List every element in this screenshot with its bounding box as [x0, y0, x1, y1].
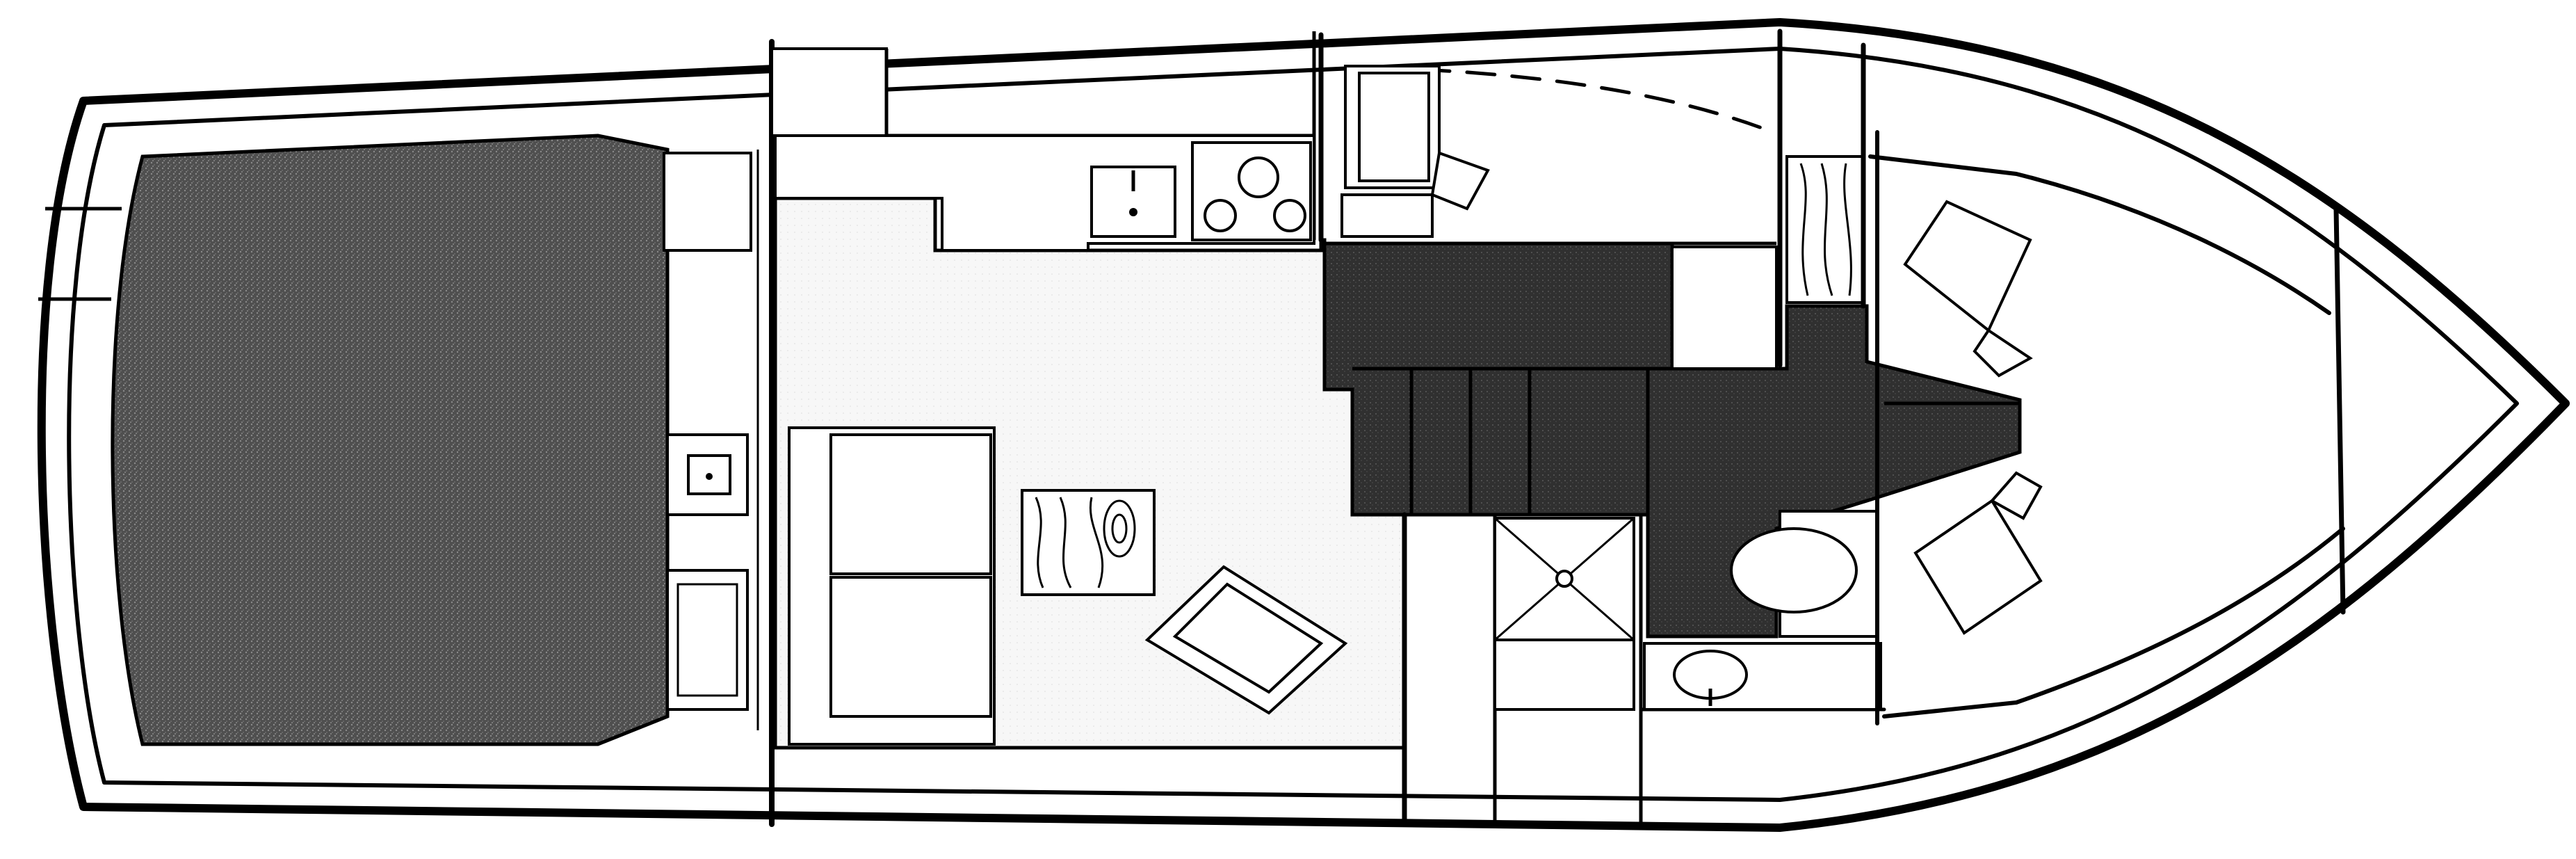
- settee-cushion: [829, 576, 992, 718]
- woodgrain: [1843, 163, 1852, 296]
- hull-outline: [37, 18, 2570, 832]
- helm-wheel: [1430, 151, 1490, 211]
- cockpit-storage: [666, 569, 749, 711]
- chair-cushion: [1172, 582, 1324, 694]
- salon-upper-cabinet: [770, 47, 888, 137]
- stove-burner-icon: [1238, 156, 1279, 198]
- sink-drain: [1129, 208, 1137, 216]
- hull-inner-line: [67, 47, 2519, 802]
- anchor-locker-bulkhead: [2333, 206, 2346, 615]
- cockpit-wet-bar: [666, 433, 749, 516]
- shower-drain-icon: [1555, 570, 1573, 588]
- cockpit-carpet: [111, 134, 670, 746]
- woodgrain-knot: [1103, 499, 1136, 558]
- woodgrain: [1035, 497, 1044, 588]
- wet-bar-drain: [706, 473, 713, 480]
- pillow-corner: [1989, 471, 2043, 520]
- woodgrain: [1059, 497, 1072, 588]
- helm-seat-cushion: [1358, 72, 1430, 182]
- helm-footrest: [1340, 193, 1434, 238]
- v-berth-upper-edge: [1868, 154, 2331, 315]
- woodgrain-knot: [1111, 513, 1128, 544]
- pillow: [1903, 200, 2032, 333]
- cockpit-locker: [663, 152, 752, 252]
- woodgrain: [1089, 497, 1104, 588]
- woodgrain: [1799, 163, 1809, 296]
- cockpit-storage-inner: [677, 583, 738, 697]
- galley-counter: [774, 134, 1315, 252]
- pillow-corner: [1972, 328, 2033, 378]
- toilet-icon: [1730, 527, 1858, 613]
- stove-burner-icon: [1273, 199, 1306, 232]
- salon-table: [1021, 489, 1156, 596]
- woodgrain: [1820, 163, 1833, 296]
- v-berth-lower-edge: [1882, 527, 2345, 718]
- companion-locker: [1671, 246, 1778, 370]
- head-step: [1493, 639, 1635, 711]
- stove-burner-icon: [1204, 199, 1237, 232]
- pillow: [1913, 499, 2043, 635]
- windshield-line: [1420, 67, 1775, 134]
- settee-cushion: [829, 433, 992, 575]
